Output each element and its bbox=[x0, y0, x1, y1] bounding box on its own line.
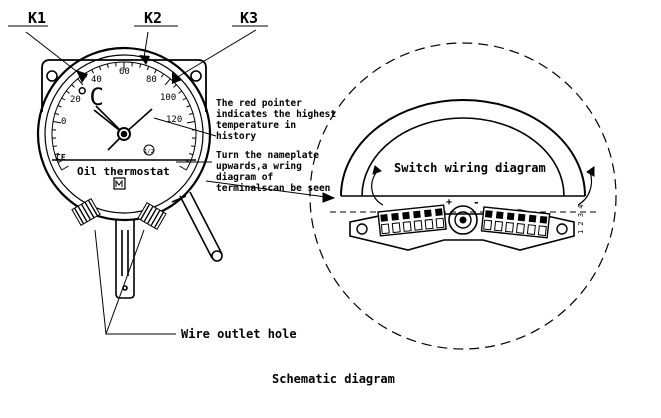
terminal-screw bbox=[540, 216, 548, 224]
red-pointer-note: The red pointer indicates the highest te… bbox=[216, 98, 340, 142]
scale-label: 120 bbox=[166, 115, 182, 125]
k1-label: K1 bbox=[28, 9, 46, 27]
terminal-screw bbox=[485, 210, 493, 218]
dial-minor-tick bbox=[189, 113, 193, 114]
nameplate-note: Turn the nameplate upwards,a wring diagr… bbox=[216, 150, 344, 194]
dial-minor-tick bbox=[186, 105, 190, 107]
terminal-screw bbox=[424, 209, 432, 217]
dial-minor-tick bbox=[62, 98, 65, 100]
dial-minor-tick bbox=[92, 70, 94, 74]
terminal-clamp bbox=[495, 221, 503, 231]
terminal-screw bbox=[496, 211, 504, 219]
wire-outlet-glands bbox=[72, 199, 166, 230]
terminal-clamp bbox=[538, 226, 546, 236]
plus-sign: + bbox=[446, 197, 452, 208]
dial-minor-tick bbox=[58, 105, 62, 107]
dial-minor-tick bbox=[140, 64, 141, 68]
dial-major-tick bbox=[187, 121, 195, 122]
terminal-clamp bbox=[506, 222, 514, 232]
side-code: 1 2 3 4 bbox=[577, 204, 585, 234]
dial-minor-tick bbox=[191, 146, 195, 147]
terminal-clamp bbox=[403, 222, 411, 232]
terminal-clamp bbox=[527, 225, 535, 235]
switch-wiring-label: Switch wiring diagram bbox=[394, 161, 546, 175]
dial-minor-tick bbox=[161, 74, 163, 77]
terminal-screw bbox=[529, 215, 537, 223]
k3-label: K3 bbox=[240, 9, 258, 27]
scale-label: 80 bbox=[146, 75, 157, 85]
terminal-screw bbox=[380, 214, 388, 222]
dial-minor-tick bbox=[155, 70, 157, 74]
terminal-clamp bbox=[392, 223, 400, 233]
dial-minor-tick bbox=[107, 64, 108, 68]
dial-minor-tick bbox=[173, 85, 176, 88]
terminal-clamp bbox=[436, 218, 444, 228]
terminal-screw bbox=[413, 211, 421, 219]
dial-minor-tick bbox=[189, 154, 193, 155]
dial-minor-tick bbox=[99, 66, 100, 70]
scale-label: 60 bbox=[119, 67, 130, 77]
dial-minor-tick bbox=[66, 91, 69, 93]
terminal-clamp bbox=[517, 224, 525, 234]
terminal-clamp bbox=[381, 224, 389, 234]
terminal-screw bbox=[507, 212, 515, 220]
dial-minor-tick bbox=[147, 66, 148, 70]
terminal-clamp bbox=[425, 219, 433, 229]
dial-minor-tick bbox=[53, 146, 57, 147]
dial-major-tick bbox=[62, 166, 69, 170]
terminal-screw bbox=[391, 213, 399, 221]
dial-minor-tick bbox=[183, 98, 186, 100]
dial-minor-tick bbox=[179, 91, 182, 93]
switch-detail bbox=[310, 43, 616, 349]
minus-sign: - bbox=[473, 196, 480, 209]
scale-label: 40 bbox=[91, 75, 102, 85]
terminal-screw bbox=[435, 208, 443, 216]
dial-major-tick bbox=[53, 121, 61, 122]
wire-outlet-label: Wire outlet hole bbox=[181, 327, 297, 341]
capillary-arm bbox=[172, 192, 222, 261]
terminal-block-left bbox=[378, 205, 446, 236]
terminal-screw bbox=[518, 214, 526, 222]
dial-mark: 1/2 bbox=[144, 149, 154, 155]
caption: Schematic diagram bbox=[272, 372, 395, 386]
dial-major-tick bbox=[179, 166, 186, 170]
ce-mark: CE bbox=[56, 153, 66, 162]
terminal-clamp bbox=[484, 220, 492, 230]
dial-minor-tick bbox=[55, 113, 59, 114]
terminal-block-right bbox=[481, 207, 549, 238]
terminal-clamp bbox=[414, 221, 422, 231]
k2-label: K2 bbox=[144, 9, 162, 27]
scale-label: 20 bbox=[70, 95, 81, 105]
dial-major-tick bbox=[165, 79, 170, 85]
nameplate-label: Oil thermostat bbox=[77, 165, 170, 178]
scale-label: 100 bbox=[160, 93, 176, 103]
dial-needles bbox=[94, 106, 152, 150]
mounting-bracket bbox=[116, 220, 134, 298]
scale-label: 0 bbox=[61, 117, 66, 127]
terminal-screw bbox=[402, 212, 410, 220]
